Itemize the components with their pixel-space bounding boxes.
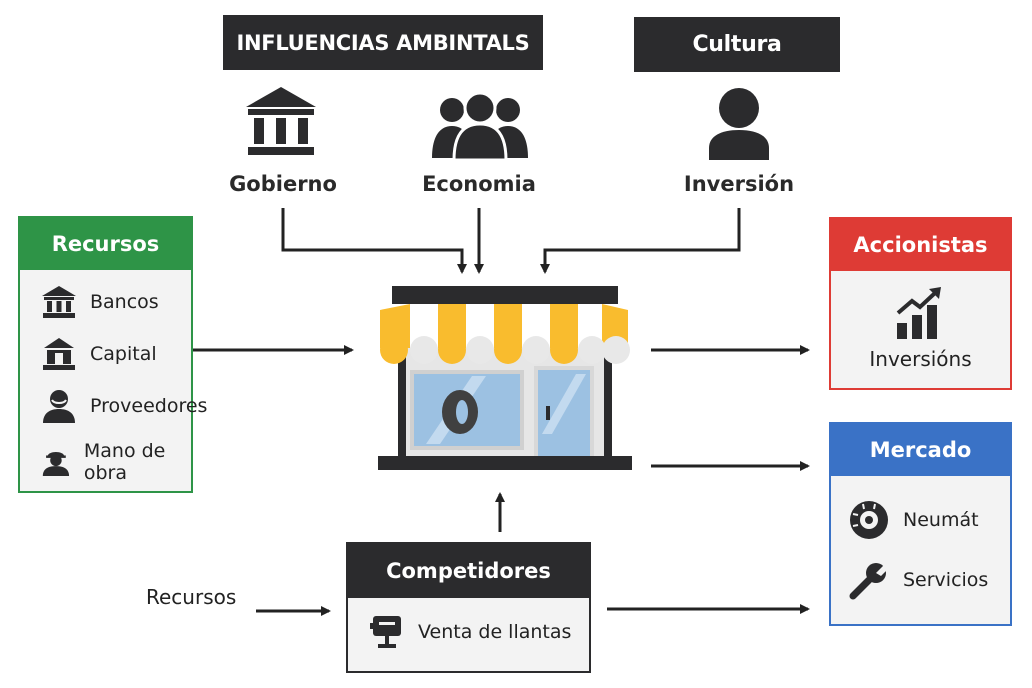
- recursos-input-label: Recursos: [146, 585, 237, 609]
- competidores-panel-header: Competidores: [348, 544, 589, 598]
- growth-chart-icon: [896, 287, 941, 339]
- list-item: Proveedores: [42, 389, 207, 423]
- list-item: Neumát: [849, 500, 979, 540]
- sign-post-icon: [370, 616, 401, 648]
- tire-icon: [850, 501, 888, 539]
- wrench-icon: [849, 562, 887, 600]
- list-item: Venta de llantas: [370, 614, 571, 650]
- accionistas-panel: Accionistas Inversións: [829, 217, 1012, 390]
- proveedores-label: Proveedores: [90, 395, 208, 417]
- inversions-label: Inversións: [869, 347, 972, 371]
- supplier-person-icon: [43, 390, 75, 423]
- capital-building-icon: [43, 338, 75, 370]
- mano-de-obra-label: Mano de obra: [83, 440, 166, 484]
- economia-label: Economia: [422, 172, 536, 196]
- influences-header: INFLUENCIAS AMBINTALS: [223, 15, 543, 70]
- storefront-icon: [378, 286, 632, 470]
- bank-icon: [42, 286, 76, 318]
- people-group-icon: [432, 91, 528, 160]
- list-item: Bancos: [42, 286, 159, 318]
- bancos-label: Bancos: [90, 291, 159, 313]
- recursos-panel-header: Recursos: [20, 218, 191, 270]
- arrow-gobierno: [281, 208, 467, 274]
- neumat-label: Neumát: [903, 509, 979, 531]
- competidores-panel: Competidores Venta de llantas: [346, 542, 591, 673]
- arrow-inversion: [540, 208, 741, 274]
- culture-header: Cultura: [634, 17, 840, 72]
- worker-icon: [42, 451, 70, 476]
- government-building-icon: [246, 87, 316, 155]
- list-item: Capital: [42, 338, 157, 370]
- mercado-panel-header: Mercado: [831, 424, 1010, 476]
- mercado-panel: Mercado Neumát Servicios: [829, 422, 1012, 626]
- capital-label: Capital: [90, 343, 157, 365]
- servicios-label: Servicios: [903, 569, 989, 591]
- inversion-label: Inversión: [683, 172, 795, 196]
- list-item: Servicios: [849, 560, 988, 600]
- list-item: Mano de obra: [42, 440, 191, 484]
- accionistas-panel-header: Accionistas: [831, 219, 1010, 271]
- gobierno-label: Gobierno: [229, 172, 337, 196]
- recursos-panel: Recursos Bancos Capital Proveedores Mano…: [18, 216, 207, 493]
- person-icon: [709, 88, 769, 160]
- venta-de-llantas-label: Venta de llantas: [418, 621, 572, 643]
